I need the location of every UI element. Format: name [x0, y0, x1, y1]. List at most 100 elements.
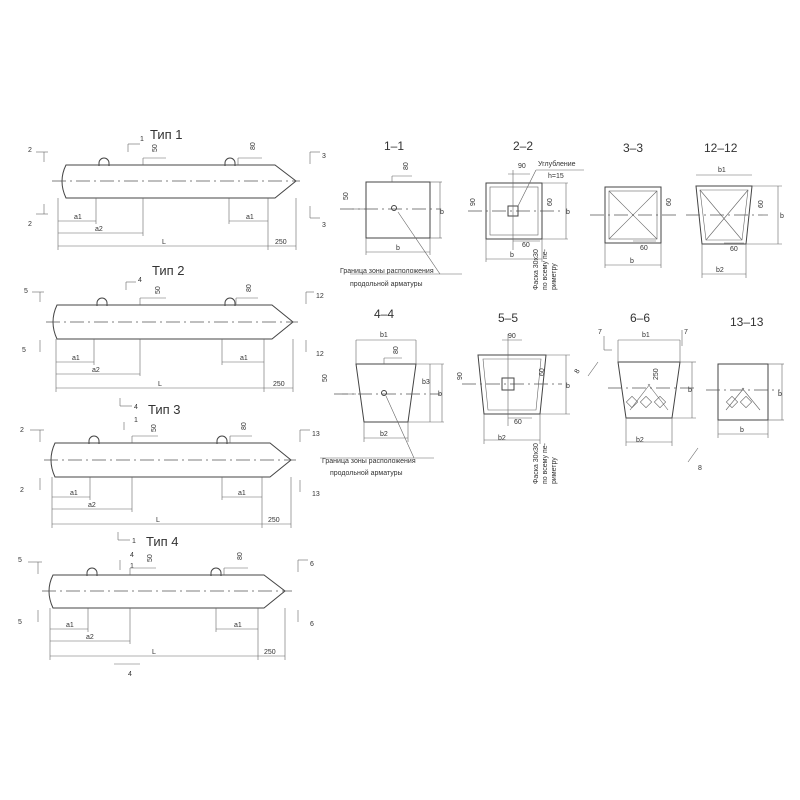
- section-2-2-note-1: Углубление: [538, 160, 576, 168]
- section-6-6-cut-8: 8: [574, 368, 582, 375]
- section-5-5: 5–5 90 90 60 60 b2 b Фаска 30x30 по всем…: [457, 311, 570, 484]
- type-4-cut-right: 6: [310, 561, 314, 568]
- type-1-dim-250: 250: [275, 239, 287, 246]
- type-2-dim-80: 80: [246, 284, 253, 292]
- section-1-1-title: 1–1: [384, 139, 404, 153]
- type-1-cut-right-bottom: 3: [322, 222, 326, 229]
- type-4-dim-a1-right: a1: [234, 622, 242, 629]
- section-5-5-dim-90: 90: [508, 333, 516, 340]
- section-4-4-title: 4–4: [374, 307, 394, 321]
- type-1-pile-body: [61, 164, 297, 199]
- type-3-cut-right-bottom: 13: [312, 491, 320, 498]
- section-12-12-title: 12–12: [704, 141, 738, 155]
- section-6-6-dim-b2: b2: [636, 437, 644, 444]
- type-4-cut-top: 4: [130, 552, 134, 559]
- type-4-title: Тип 4: [146, 534, 179, 549]
- section-12-12-dim-b1: b1: [718, 167, 726, 174]
- type-1-cut-top: 1: [140, 136, 144, 143]
- section-4-4-dim-50: 50: [322, 374, 329, 382]
- type-4-dim-a1: a1: [66, 622, 74, 629]
- type-3-dim-a1-right: a1: [238, 490, 246, 497]
- section-12-12: 12–12 b1 60 60 b2 b: [686, 141, 784, 278]
- section-6-6-dim-b: b: [688, 387, 692, 394]
- type-2-dim-a2: a2: [92, 367, 100, 374]
- section-2-2-dim-90: 90: [518, 163, 526, 170]
- type-2-dim-50: 50: [155, 286, 162, 294]
- section-4-4-dim-b1: b1: [380, 332, 388, 339]
- type-2-cut-bottom: 4: [134, 404, 138, 411]
- section-5-5-dim-90-side: 90: [457, 372, 464, 380]
- section-12-12-dim-60: 60: [730, 246, 738, 253]
- section-3-3-dim-b: b: [630, 258, 634, 265]
- type-2-pile-body: [52, 304, 294, 340]
- type-3-dim-a1: a1: [70, 490, 78, 497]
- section-1-1: 1–1 80 50 b b Граница зоны расположения …: [340, 139, 462, 288]
- section-13-13-dim-b: b: [740, 427, 744, 434]
- type-2-dim-250: 250: [273, 381, 285, 388]
- type-1-cut-right: 3: [322, 153, 326, 160]
- type-4-dim-80: 80: [237, 552, 244, 560]
- section-5-5-chamfer-2: по всему пе-: [542, 442, 549, 484]
- type-2-cut-top: 4: [138, 277, 142, 284]
- section-6-6-cut-7-right: 7: [684, 329, 688, 336]
- type-1-dim-a1: a1: [74, 214, 82, 221]
- section-5-5-chamfer-3: риметру: [551, 457, 558, 484]
- section-13-13-title: 13–13: [730, 315, 764, 329]
- section-1-1-dim-b-side: b: [440, 209, 444, 216]
- section-3-3-dim-60: 60: [640, 245, 648, 252]
- section-1-1-dim-80: 80: [403, 162, 410, 170]
- type-1-dim-a1-right: a1: [246, 214, 254, 221]
- type-3-cut-top: 1: [134, 417, 138, 424]
- type-3-cut-left-bottom: 2: [20, 487, 24, 494]
- section-1-1-dim-50: 50: [343, 192, 350, 200]
- section-5-5-dim-b: b: [566, 383, 570, 390]
- section-2-2-dim-b-side: b: [566, 209, 570, 216]
- section-12-12-dim-60-side: 60: [758, 200, 765, 208]
- pile-type-1: Тип 1 1 2 2 3 3 50 80 a1 a1: [28, 127, 326, 250]
- type-3-dim-250: 250: [268, 517, 280, 524]
- type-3-pile-body: [50, 442, 292, 478]
- section-1-1-dim-b: b: [396, 245, 400, 252]
- section-1-1-note-2: продольной арматуры: [350, 280, 423, 288]
- type-3-dim-a2: a2: [88, 502, 96, 509]
- section-2-2-chamfer-3: риметру: [551, 263, 558, 290]
- type-3-dim-L: L: [156, 517, 160, 524]
- type-2-cut-left-bottom: 5: [22, 347, 26, 354]
- section-5-5-title: 5–5: [498, 311, 518, 325]
- section-13-13: 13–13 b b 8: [687, 315, 784, 472]
- type-4-dim-250: 250: [264, 649, 276, 656]
- type-3-cut-left: 2: [20, 427, 24, 434]
- pile-type-3: Тип 3 1 2 2 13 13 50 80 a1 a1 a2: [20, 402, 320, 545]
- section-4-4-dim-80: 80: [393, 346, 400, 354]
- section-2-2-note-2: h=15: [548, 173, 564, 180]
- type-2-dim-L: L: [158, 381, 162, 388]
- section-3-3-title: 3–3: [623, 141, 643, 155]
- type-2-title: Тип 2: [152, 263, 185, 278]
- pile-type-2: Тип 2 4 5 5 12 12 50 80 a1 a1 a2: [22, 263, 324, 411]
- section-3-3: 3–3 60 60 b: [590, 141, 676, 268]
- type-3-cut-right: 13: [312, 431, 320, 438]
- type-4-dim-a2: a2: [86, 634, 94, 641]
- type-3-cut-bottom: 1: [132, 538, 136, 545]
- section-2-2-title: 2–2: [513, 139, 533, 153]
- section-5-5-dim-b2: b2: [498, 435, 506, 442]
- section-4-4-note-2: продольной арматуры: [330, 469, 403, 477]
- type-1-dim-80: 80: [250, 142, 257, 150]
- section-6-6-dim-250: 250: [653, 368, 660, 380]
- type-4-cut-left: 5: [18, 557, 22, 564]
- type-2-cut-right-bottom: 12: [316, 351, 324, 358]
- section-2-2-dim-90-side: 90: [470, 198, 477, 206]
- type-1-cut-left: 2: [28, 147, 32, 154]
- section-1-1-note-1: Граница зоны расположения: [340, 268, 434, 275]
- type-1-dim-L: L: [162, 239, 166, 246]
- section-3-3-dim-60-side: 60: [666, 198, 673, 206]
- type-2-cut-right: 12: [316, 293, 324, 300]
- type-4-cut-left-bottom: 5: [18, 619, 22, 626]
- section-2-2-chamfer-1: Фаска 30x30: [533, 249, 540, 290]
- section-6-6-dim-b1: b1: [642, 332, 650, 339]
- type-2-dim-a1: a1: [72, 355, 80, 362]
- section-4-4-note-1: Граница зоны расположения: [322, 458, 416, 465]
- type-3-dim-80: 80: [241, 422, 248, 430]
- section-5-5-chamfer-1: Фаска 30x30: [533, 443, 540, 484]
- section-4-4: 4–4 b1 80 50 b2 b3 b Граница зоны распол…: [320, 307, 444, 477]
